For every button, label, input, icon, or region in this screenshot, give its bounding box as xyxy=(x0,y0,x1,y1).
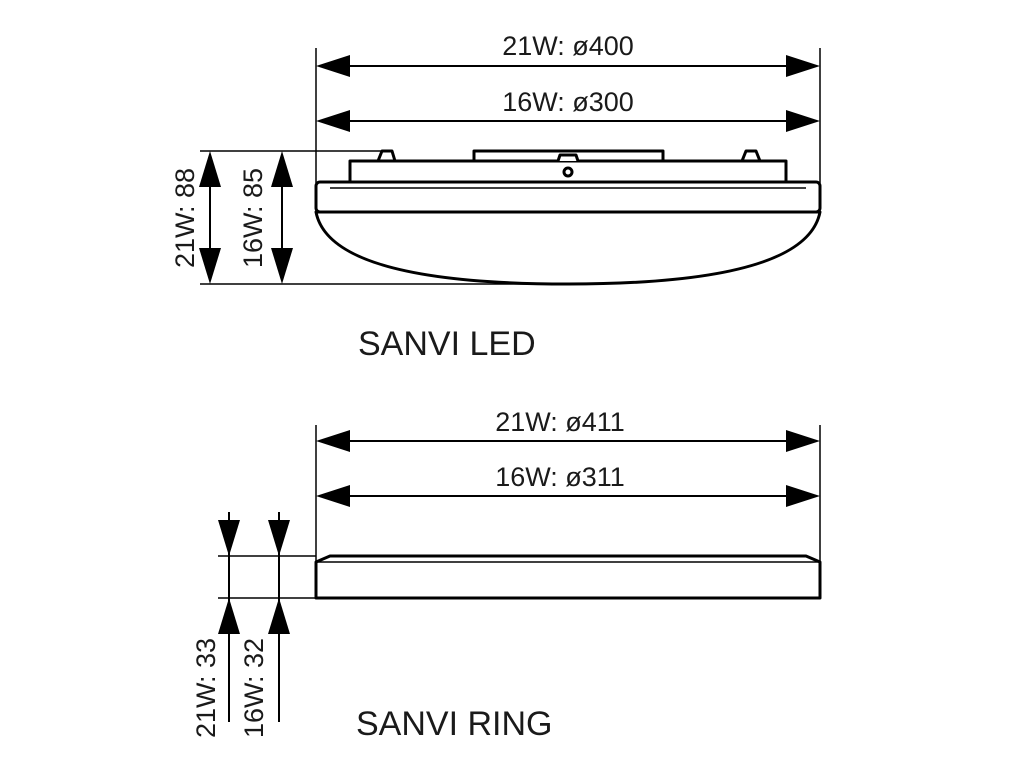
product-title-sanvi-ring: SANVI RING xyxy=(356,705,552,743)
sanvi-led-drawing: 21W: ø400 16W: ø300 21W: 88 16W: 85 xyxy=(170,31,822,363)
width-dimension-21w: 21W: ø411 xyxy=(316,407,820,452)
height-label-16w: 16W: 85 xyxy=(238,168,268,268)
height-dimension-21w: 21W: 33 xyxy=(191,512,240,738)
sanvi-ring-drawing: 21W: ø411 16W: ø311 21W: 33 16W: 32 xyxy=(191,407,822,743)
width-label-16w: 16W: ø300 xyxy=(502,87,634,117)
height-label-16w: 16W: 32 xyxy=(239,638,269,738)
height-dimension-16w: 16W: 85 xyxy=(238,151,293,284)
width-label-16w: 16W: ø311 xyxy=(495,462,625,492)
screw-hole-icon xyxy=(562,166,574,178)
mounting-notch xyxy=(556,153,580,162)
sanvi-led-lamp xyxy=(314,149,822,286)
mounting-clip-left xyxy=(376,149,397,163)
width-dimension-21w: 21W: ø400 xyxy=(316,31,820,77)
product-title-sanvi-led: SANVI LED xyxy=(358,325,536,363)
height-dimension-21w: 21W: 88 xyxy=(170,151,221,284)
diffuser-dome xyxy=(314,210,822,286)
sanvi-ring-lamp xyxy=(314,554,822,600)
height-label-21w: 21W: 33 xyxy=(191,638,221,738)
lamp-rim xyxy=(314,180,822,214)
width-label-21w: 21W: ø411 xyxy=(495,407,625,437)
height-dimension-16w: 16W: 32 xyxy=(239,512,290,738)
width-dimension-16w: 16W: ø311 xyxy=(316,462,820,507)
mounting-clip-right xyxy=(740,149,762,163)
width-dimension-16w: 16W: ø300 xyxy=(316,87,820,132)
width-label-21w: 21W: ø400 xyxy=(502,31,634,61)
height-label-21w: 21W: 88 xyxy=(170,168,200,268)
